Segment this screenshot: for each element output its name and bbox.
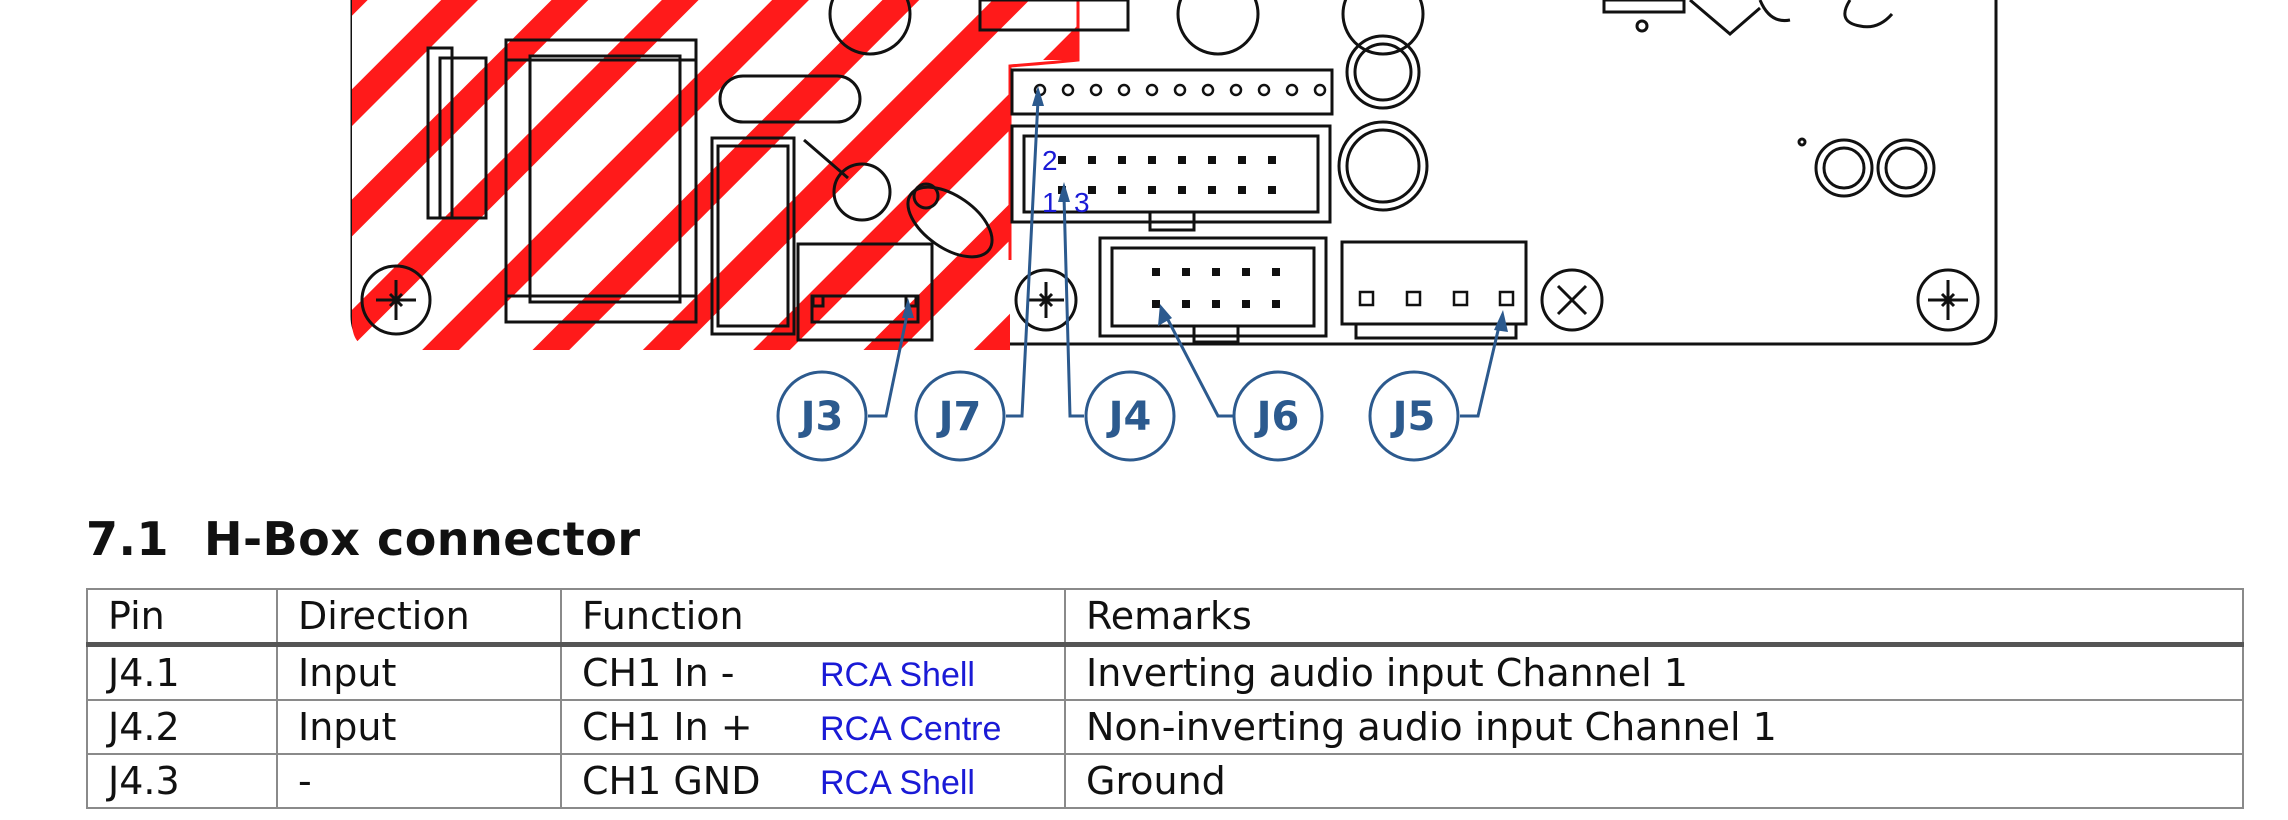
capacitor	[710, 74, 994, 336]
connector-j5	[1340, 240, 1528, 340]
connector-j7	[1010, 68, 1334, 116]
function-annotation: RCA Centre	[820, 710, 1002, 748]
top-parts	[828, 0, 1429, 212]
connector-j6	[1098, 236, 1328, 344]
right-parts	[1602, 0, 1936, 198]
function-label: CH1 In -	[582, 651, 735, 695]
callout-label-j5: J5	[1390, 394, 1436, 440]
function-annotation: RCA Shell	[820, 656, 975, 694]
cell-direction: -	[276, 753, 562, 809]
cell-function: CH1 GND RCA Shell	[560, 753, 1066, 809]
callout-j3: J3	[776, 370, 868, 462]
cell-function: CH1 In - RCA Shell	[560, 643, 1066, 701]
function-label: CH1 GND	[582, 759, 761, 803]
callout-j7: J7	[914, 370, 1006, 462]
section-heading: 7.1 H-Box connector	[86, 512, 641, 566]
connector-j3	[796, 242, 934, 342]
cell-remarks: Non-inverting audio input Channel 1	[1064, 699, 2244, 755]
column-header-direction: Direction	[276, 588, 562, 647]
cell-pin: J4.2	[86, 699, 278, 755]
hatched-area-outline	[1008, 0, 1080, 260]
pin-label-1: 1	[1042, 187, 1058, 218]
callout-leaders	[868, 86, 1508, 418]
cell-pin: J4.3	[86, 753, 278, 809]
table-row: J4.3 - CH1 GND RCA Shell Ground	[86, 753, 2244, 809]
callout-label-j7: J7	[936, 394, 982, 440]
connector-j4	[1010, 124, 1332, 232]
callout-j6: J6	[1232, 370, 1324, 462]
callout-label-j4: J4	[1106, 394, 1152, 440]
table-row: J4.2 Input CH1 In + RCA Centre Non-invert…	[86, 699, 2244, 755]
cell-remarks: Ground	[1064, 753, 2244, 809]
column-header-pin: Pin	[86, 588, 278, 647]
cell-function: CH1 In + RCA Centre	[560, 699, 1066, 755]
section-title: H-Box connector	[204, 512, 641, 566]
cell-direction: Input	[276, 699, 562, 755]
callout-label-j6: J6	[1254, 394, 1300, 440]
cell-direction: Input	[276, 643, 562, 701]
function-annotation: RCA Shell	[820, 764, 975, 802]
callout-j4: J4	[1084, 370, 1176, 462]
pin-label-3: 3	[1074, 187, 1090, 218]
column-header-remarks: Remarks	[1064, 588, 2244, 647]
table-row: J4.1 Input CH1 In - RCA Shell Inverting a…	[86, 643, 2244, 701]
column-header-function: Function	[560, 588, 1066, 647]
callout-j5: J5	[1368, 370, 1460, 462]
transformer	[426, 38, 698, 324]
section-number: 7.1	[86, 512, 169, 566]
callout-label-j3: J3	[798, 394, 844, 440]
mounting-screws	[360, 264, 1980, 336]
pin-table: Pin Direction Function Remarks J4.1 Inpu…	[86, 588, 2244, 809]
table-header-row: Pin Direction Function Remarks	[86, 588, 2244, 647]
pcb-diagram: J3 J7 J4 J6 J5 2 1 3	[350, 0, 1998, 462]
cell-pin: J4.1	[86, 643, 278, 701]
hatched-area	[352, 0, 1078, 350]
cell-remarks: Inverting audio input Channel 1	[1064, 643, 2244, 701]
function-label: CH1 In +	[582, 705, 753, 749]
pin-label-2: 2	[1042, 145, 1058, 176]
